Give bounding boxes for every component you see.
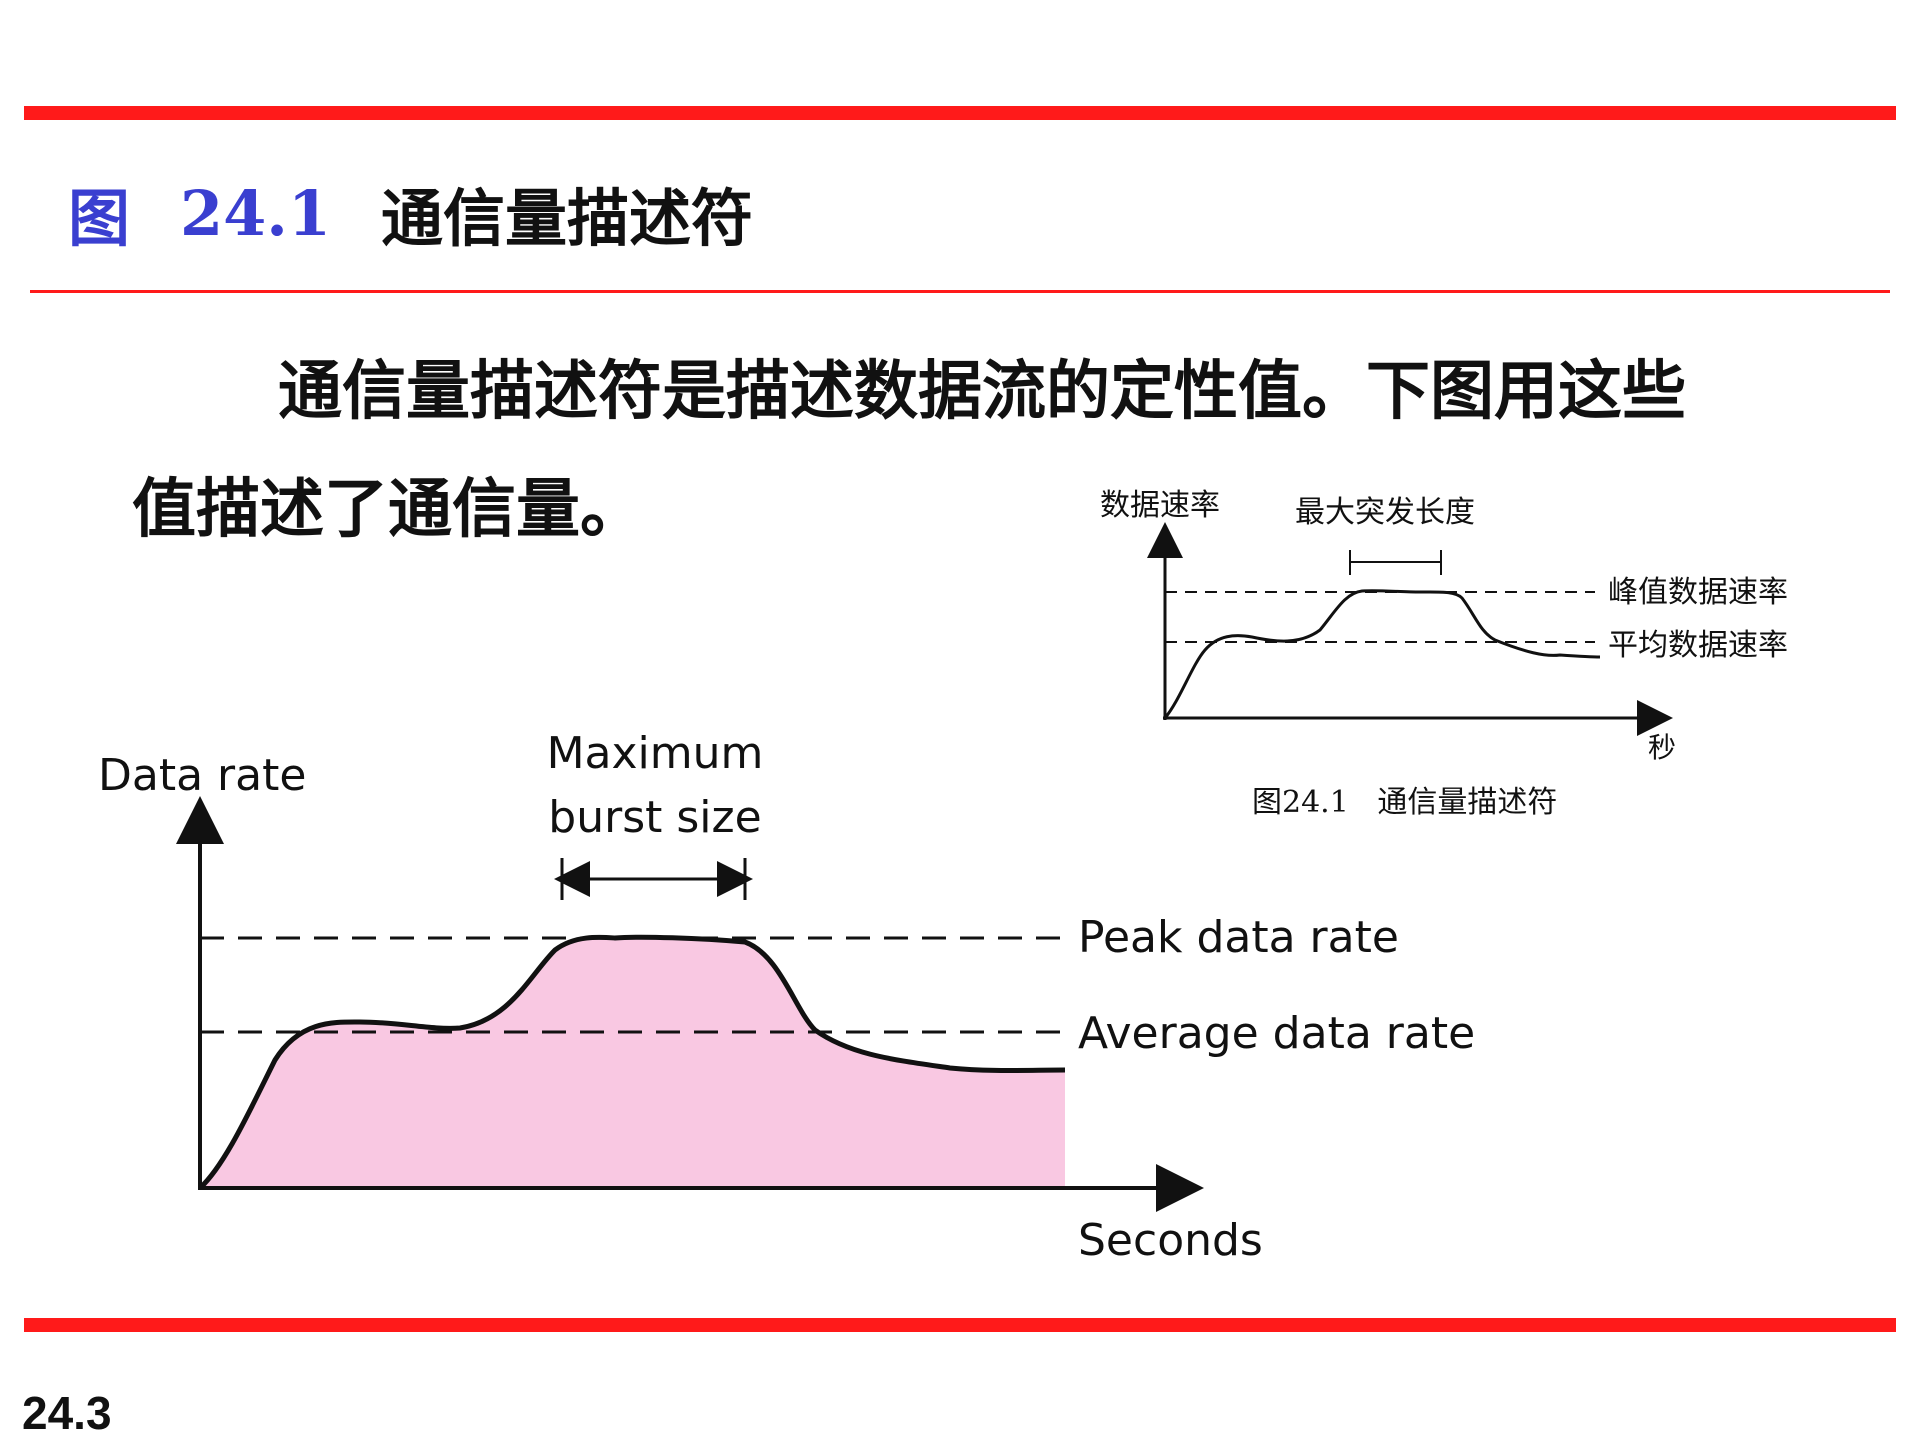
burst-label-line-1: Maximum: [547, 728, 764, 779]
inset-peak-label: 峰值数据速率: [1608, 575, 1788, 610]
slide-heading: 图 24.1 通信量描述符: [68, 168, 753, 258]
inset-x-axis-label: 秒: [1648, 731, 1676, 764]
inset-curve: [1163, 589, 1601, 719]
top-red-rule: [24, 106, 1896, 120]
average-rate-label: Average data rate: [1078, 1008, 1475, 1059]
y-axis-label: Data rate: [98, 750, 306, 801]
inset-y-axis-label: 数据速率: [1100, 488, 1220, 523]
x-axis-label: Seconds: [1078, 1215, 1263, 1266]
burst-label-line-2: burst size: [548, 792, 761, 843]
peak-rate-label: Peak data rate: [1078, 912, 1399, 963]
heading-title: 通信量描述符: [381, 182, 754, 255]
inset-burst-label: 最大突发长度: [1295, 495, 1475, 530]
heading-underline-rule: [30, 290, 1890, 293]
page-number: 24.3: [22, 1387, 112, 1439]
data-rate-area: [200, 937, 1065, 1188]
inset-diagram: 数据速率 最大突发长度 峰值数据速率 平均数据速率 秒 图24.1 通信量描述符: [1100, 488, 1788, 820]
paragraph-line-1: 通信量描述符是描述数据流的定性值。下图用这些: [278, 355, 1686, 429]
heading-figure-word: 图: [68, 182, 131, 255]
paragraph-line-2: 值描述了通信量。: [132, 473, 644, 547]
heading-figure-number: 24.1: [180, 176, 332, 250]
bottom-red-rule: [24, 1318, 1896, 1332]
inset-caption: 图24.1 通信量描述符: [1252, 785, 1557, 820]
inset-average-label: 平均数据速率: [1608, 628, 1788, 663]
